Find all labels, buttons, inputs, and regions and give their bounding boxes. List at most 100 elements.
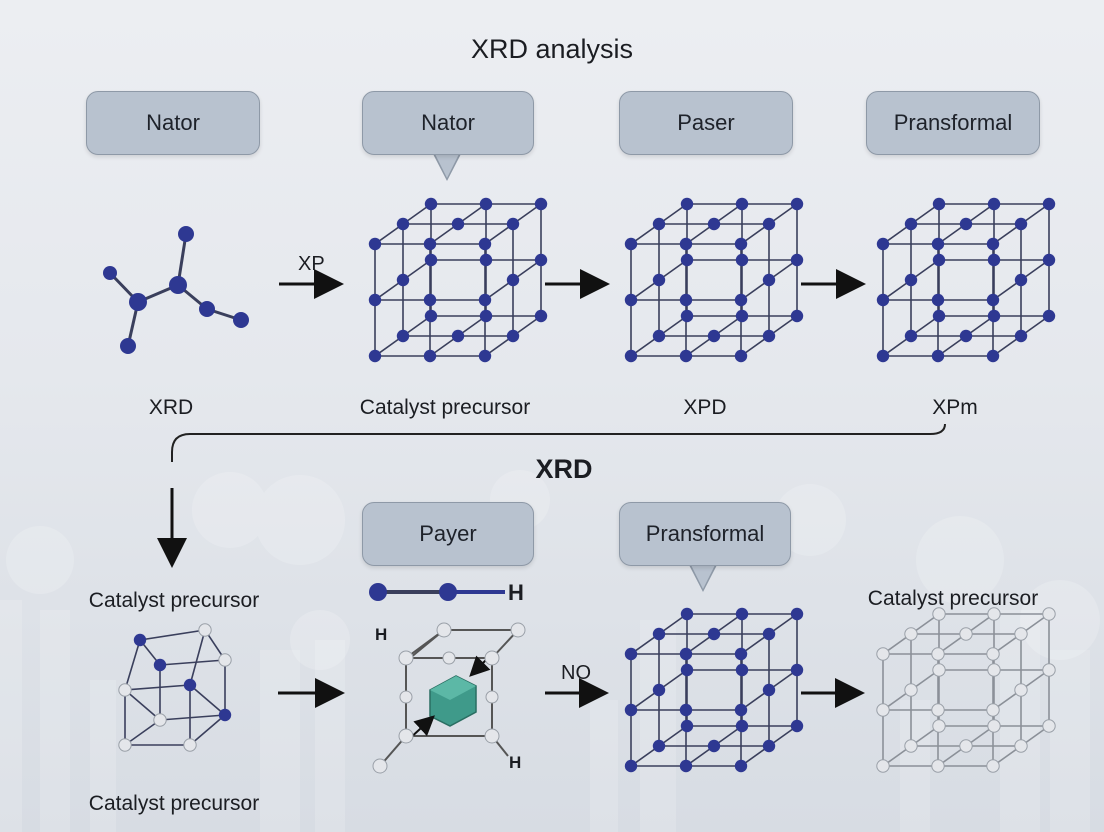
lattice-xpd-atom [680, 253, 694, 267]
stage-box-4-label: Pransformal [893, 110, 1013, 135]
lattice-catalyst-precursor-atom [423, 293, 437, 307]
stage-box-1: Nator [86, 91, 260, 155]
h-label-top: H [375, 625, 388, 644]
lattice-pransformal-atom [652, 739, 666, 753]
lattice-xpd-atom [734, 293, 748, 307]
lattice-catalyst-precursor-atom [396, 273, 410, 287]
lattice-white-product-atom [986, 759, 1000, 773]
callout-tail-2 [690, 563, 716, 589]
lattice-white-product-atom [986, 647, 1000, 661]
stage-box-3: Paser [619, 91, 793, 155]
lattice-catalyst-precursor [368, 197, 548, 363]
lattice-white-product-atom [932, 607, 946, 621]
lattice-white-product-atom [876, 647, 890, 661]
lattice-xpd-atom [735, 197, 749, 211]
lattice-white-product-atom [1042, 663, 1056, 677]
lattice-xpd-atom [652, 273, 666, 287]
lattice-mixed-atom [153, 713, 167, 727]
lattice-xpm-atom [932, 197, 946, 211]
top-label-2: Catalyst precursor [359, 396, 531, 419]
lattice-xpm-atom [986, 237, 1000, 251]
lattice-xpd-atom [762, 329, 776, 343]
lattice-pransformal-atom [735, 607, 749, 621]
lattice-white-product-atom [1042, 719, 1056, 733]
lattice-pransformal-atom [762, 739, 776, 753]
lattice-xpm-atom [932, 309, 946, 323]
lattice-xpm-atom [876, 237, 890, 251]
hydrogen-cell [372, 622, 526, 774]
lattice-white-product-atom [959, 627, 973, 641]
lattice-xpm-atom [931, 237, 945, 251]
lattice-xpm-atom [987, 253, 1001, 267]
lattice-catalyst-precursor-atom [424, 197, 438, 211]
lattice-catalyst-precursor-atom [423, 237, 437, 251]
lattice-xpd [624, 197, 804, 363]
lattice-catalyst-precursor-atom [451, 329, 465, 343]
lattice-xpm-atom [1014, 329, 1028, 343]
lattice-catalyst-precursor-atom [396, 329, 410, 343]
lattice-catalyst-precursor-atom [479, 197, 493, 211]
lattice-white-product-atom [959, 739, 973, 753]
lattice-mixed-atom [118, 683, 132, 697]
lattice-pransformal-atom [680, 607, 694, 621]
lattice-catalyst-precursor-atom [368, 349, 382, 363]
lattice-xpm [876, 197, 1056, 363]
lattice-catalyst-precursor-atom [478, 293, 492, 307]
lattice-xpd-atom [707, 329, 721, 343]
lattice-catalyst-precursor-atom [479, 253, 493, 267]
lattice-pransformal-atom [679, 759, 693, 773]
lattice-mixed-atom [153, 658, 167, 672]
lattice-xpd-atom [790, 197, 804, 211]
lattice-pransformal-atom [735, 663, 749, 677]
lattice-pransformal-atom [707, 627, 721, 641]
lattice-pransformal-atom [790, 663, 804, 677]
lattice-mixed-atom [218, 653, 232, 667]
connector-line [171, 423, 946, 462]
stage-box-4: Pransformal [866, 91, 1040, 155]
lattice-catalyst-precursor-atom [478, 349, 492, 363]
stage-box-2-label: Nator [421, 110, 475, 135]
lattice-catalyst-precursor-atom [534, 197, 548, 211]
lattice-white-product-atom [931, 703, 945, 717]
lattice-xpm-atom [959, 217, 973, 231]
lattice-xpd-atom [624, 349, 638, 363]
lattice-pransformal [624, 607, 804, 773]
lattice-white-product-atom [1014, 739, 1028, 753]
lattice-xpm-atom [987, 309, 1001, 323]
top-label-1: XRD [148, 396, 194, 419]
lattice-pransformal-atom [735, 719, 749, 733]
lattice-catalyst-precursor-atom [534, 309, 548, 323]
lattice-xpm-atom [931, 349, 945, 363]
top-label-4: XPm [932, 396, 978, 419]
lattice-pransformal-atom [680, 719, 694, 733]
lattice-xpd-atom [624, 293, 638, 307]
lattice-white-product-atom [876, 759, 890, 773]
lattice-pransformal-atom [652, 627, 666, 641]
stage-box-6: Pransformal [619, 502, 791, 566]
lattice-catalyst-precursor-atom [478, 237, 492, 251]
lattice-catalyst-precursor-atom [368, 237, 382, 251]
lattice-mixed-atom [118, 738, 132, 752]
lattice-xpd-atom [652, 217, 666, 231]
lattice-pransformal-atom [680, 663, 694, 677]
bottom-label-2: Catalyst precursor [88, 792, 260, 815]
lattice-white-product-atom [987, 719, 1001, 733]
lattice-xpm-atom [904, 273, 918, 287]
lattice-pransformal-atom [762, 683, 776, 697]
lattice-white-product-atom [1014, 683, 1028, 697]
lattice-white-product-atom [904, 627, 918, 641]
lattice-white-product-atom [904, 683, 918, 697]
lattice-xpd-atom [680, 197, 694, 211]
lattice-catalyst-precursor-atom [506, 217, 520, 231]
lattice-xpm-atom [987, 197, 1001, 211]
lattice-pransformal-atom [624, 759, 638, 773]
lattice-white-product-atom [987, 607, 1001, 621]
lattice-white-product-atom [931, 759, 945, 773]
lattice-pransformal-atom [679, 647, 693, 661]
lattice-xpd-atom [762, 217, 776, 231]
lattice-xpm-atom [1042, 253, 1056, 267]
arrow-label-no: NO [561, 662, 591, 684]
stage-box-3-label: Paser [677, 110, 735, 135]
